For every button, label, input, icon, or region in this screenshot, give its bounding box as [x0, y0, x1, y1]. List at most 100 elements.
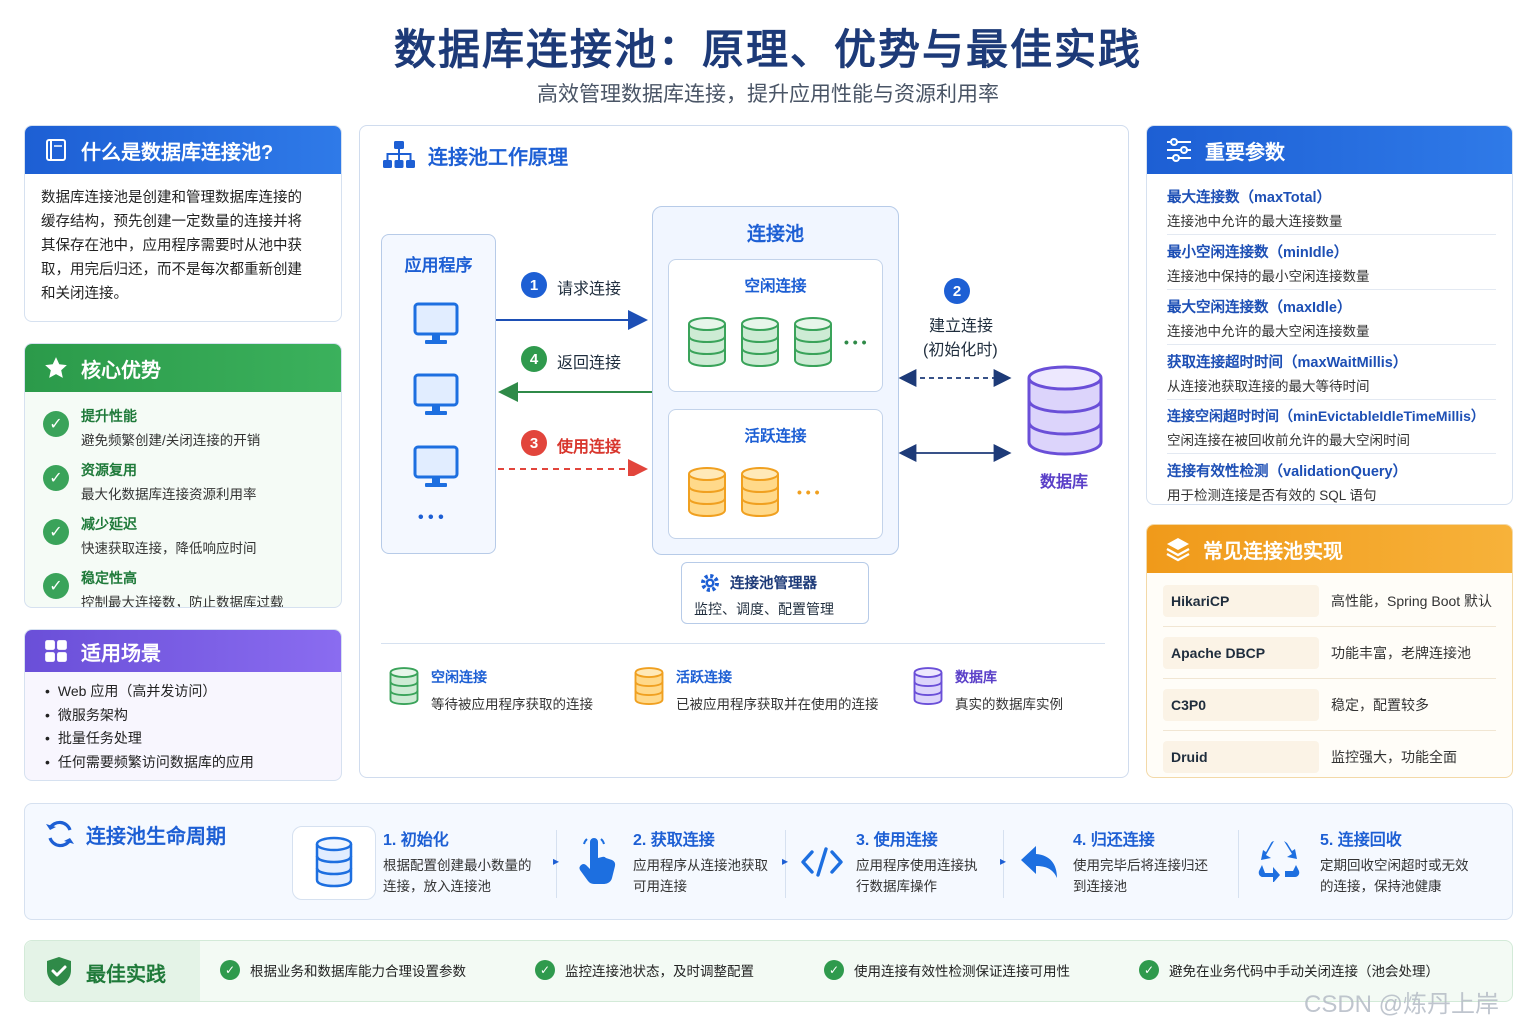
- database-icon: [1027, 365, 1103, 456]
- chevron-right-icon: ▸: [553, 854, 560, 868]
- implementation-name: C3P0: [1163, 688, 1319, 721]
- desc-line: 应用程序从连接池获取: [633, 858, 768, 873]
- lifecycle-step-title: 3. 使用连接: [856, 832, 938, 849]
- desc-line: 到连接池: [1073, 879, 1127, 894]
- more-active-dots: • • •: [797, 484, 820, 500]
- param-desc: 连接池中允许的最大连接数量: [1167, 214, 1343, 229]
- what-line: 数据库连接池是创建和管理数据库连接的: [41, 190, 302, 206]
- legend-divider: [381, 643, 1105, 644]
- star-icon: [45, 357, 67, 378]
- lifecycle-step-title: 2. 获取连接: [633, 832, 715, 849]
- advantage-item: ✓ 提升性能避免频繁创建/关闭连接的开销: [43, 406, 341, 449]
- lifecycle-step-title: 5. 连接回收: [1320, 832, 1402, 849]
- lifecycle-step-2: 2. 获取连接 应用程序从连接池获取可用连接: [633, 826, 768, 897]
- active-label: 活跃连接: [744, 428, 807, 445]
- lifecycle-step-desc: 根据配置创建最小数量的连接，放入连接池: [383, 855, 532, 897]
- lifecycle-divider: [1003, 830, 1004, 898]
- implementation-desc: 功能丰富，老牌连接池: [1331, 644, 1471, 661]
- legend-active-icon: [634, 667, 664, 705]
- best-practice-item: ✓监控连接池状态，及时调整配置: [535, 960, 754, 980]
- advantages-heading: 核心优势: [81, 359, 161, 382]
- lifecycle-step-title: 1. 初始化: [383, 832, 449, 849]
- lifecycle-step-title: 4. 归还连接: [1073, 832, 1155, 849]
- advantage-title: 资源复用: [81, 462, 137, 478]
- lifecycle-step-desc: 应用程序从连接池获取可用连接: [633, 855, 768, 897]
- legend-idle: 空闲连接 等待被应用程序获取的连接: [431, 667, 593, 713]
- lifecycle-divider: [556, 830, 557, 898]
- best-practice-text: 监控连接池状态，及时调整配置: [565, 964, 754, 979]
- param-item: 最大连接数（maxTotal）连接池中允许的最大连接数量: [1167, 180, 1496, 235]
- desc-line: 连接，放入连接池: [383, 879, 491, 894]
- implementation-name: Druid: [1163, 740, 1319, 773]
- lifecycle-step-4: 4. 归还连接 使用完毕后将连接归还到连接池: [1073, 826, 1208, 897]
- params-card-header: 重要参数: [1147, 126, 1512, 174]
- gear-icon: [701, 573, 719, 592]
- step-badge-1: 1: [521, 272, 547, 298]
- param-item: 最大空闲连接数（maxIdle） 连接池中允许的最大空闲连接数量: [1167, 290, 1496, 345]
- check-icon: ✓: [43, 519, 69, 545]
- chevron-right-icon: ▸: [1000, 854, 1007, 868]
- check-icon: ✓: [824, 960, 844, 980]
- legend-db: 数据库 真实的数据库实例: [955, 667, 1063, 713]
- param-desc: 连接池中允许的最大空闲连接数量: [1167, 324, 1370, 339]
- param-desc: 连接池中保持的最小空闲连接数量: [1167, 269, 1370, 284]
- implementations-card-header: 常见连接池实现: [1147, 525, 1512, 573]
- principle-card: 连接池工作原理 应用程序 • • • 连接池 空闲连接 活跃连接 • • • •…: [359, 125, 1129, 778]
- step-badge-4: 4: [521, 346, 547, 372]
- implementation-name: Apache DBCP: [1163, 636, 1319, 669]
- advantage-desc: 最大化数据库连接资源利用率: [81, 487, 257, 502]
- check-icon: ✓: [43, 573, 69, 599]
- lifecycle-step-1: 1. 初始化 根据配置创建最小数量的连接，放入连接池: [383, 826, 532, 897]
- chevron-right-icon: ▸: [782, 854, 789, 868]
- advantages-card: 核心优势 ✓ 提升性能避免频繁创建/关闭连接的开销 ✓ 资源复用最大化数据库连接…: [24, 343, 342, 608]
- scenario-item: 任何需要频繁访问数据库的应用: [45, 751, 321, 775]
- idle-label: 空闲连接: [744, 278, 807, 295]
- desc-line: 根据配置创建最小数量的: [383, 858, 532, 873]
- implementation-desc: 稳定，配置较多: [1331, 696, 1429, 713]
- param-name: 最小空闲连接数（minIdle）: [1167, 245, 1349, 261]
- request-connection-label: 请求连接: [557, 281, 622, 298]
- legend-active: 活跃连接 已被应用程序获取并在使用的连接: [676, 667, 879, 713]
- pool-label: 连接池: [746, 224, 804, 245]
- what-line: 取，用完后归还，而不是每次都重新创建: [41, 262, 302, 278]
- establish-connection-label: 建立连接: [929, 318, 994, 335]
- idle-connection-icon: [794, 317, 832, 368]
- param-desc: 空闲连接在被回收前允许的最大空闲时间: [1167, 433, 1410, 448]
- implementations-heading: 常见连接池实现: [1203, 540, 1343, 563]
- param-name: 获取连接超时时间（maxWaitMillis）: [1167, 355, 1408, 371]
- refresh-icon: [46, 820, 74, 848]
- lifecycle-step-desc: 定期回收空闲超时或无效的连接，保持池健康: [1320, 855, 1469, 897]
- check-icon: ✓: [220, 960, 240, 980]
- lifecycle-step-5: 5. 连接回收 定期回收空闲超时或无效的连接，保持池健康: [1320, 826, 1469, 897]
- lifecycle-heading: 连接池生命周期: [86, 826, 226, 848]
- what-line: 其保存在池中，应用程序需要时从池中获: [41, 238, 302, 254]
- advantages-card-header: 核心优势: [25, 344, 341, 392]
- legend-active-title: 活跃连接: [676, 669, 732, 685]
- pool-manager-desc: 监控、调度、配置管理: [694, 601, 834, 617]
- advantage-item: ✓ 稳定性高控制最大连接数，防止数据库过载: [43, 568, 341, 607]
- advantage-item: ✓ 资源复用最大化数据库连接资源利用率: [43, 460, 341, 503]
- desc-line: 应用程序使用连接执: [856, 858, 978, 873]
- check-icon: ✓: [1139, 960, 1159, 980]
- what-card-header: 什么是数据库连接池?: [25, 126, 341, 174]
- param-name: 最大空闲连接数（maxIdle）: [1167, 300, 1352, 316]
- what-line: 和关闭连接。: [41, 286, 128, 302]
- book-icon: [46, 139, 66, 161]
- scenario-item: Web 应用（高并发访问）: [45, 680, 321, 704]
- legend-idle-desc: 等待被应用程序获取的连接: [431, 697, 593, 712]
- scenarios-card-header: 适用场景: [25, 630, 341, 672]
- grid-icon: [45, 640, 67, 662]
- principle-heading: 连接池工作原理: [428, 146, 568, 169]
- lifecycle-card: [24, 803, 1513, 920]
- best-practice-heading: 最佳实践: [86, 964, 166, 986]
- what-line: 缓存结构，预先创建一定数量的连接并将: [41, 214, 302, 230]
- monitor-icon: [413, 445, 459, 487]
- sliders-icon: [1167, 138, 1191, 162]
- param-desc: 从连接池获取连接的最大等待时间: [1167, 379, 1370, 394]
- what-heading: 什么是数据库连接池?: [81, 141, 274, 164]
- best-practice-item: ✓根据业务和数据库能力合理设置参数: [220, 960, 466, 980]
- establish-connection-sub: (初始化时): [923, 342, 998, 359]
- more-idle-dots: • • •: [844, 334, 867, 350]
